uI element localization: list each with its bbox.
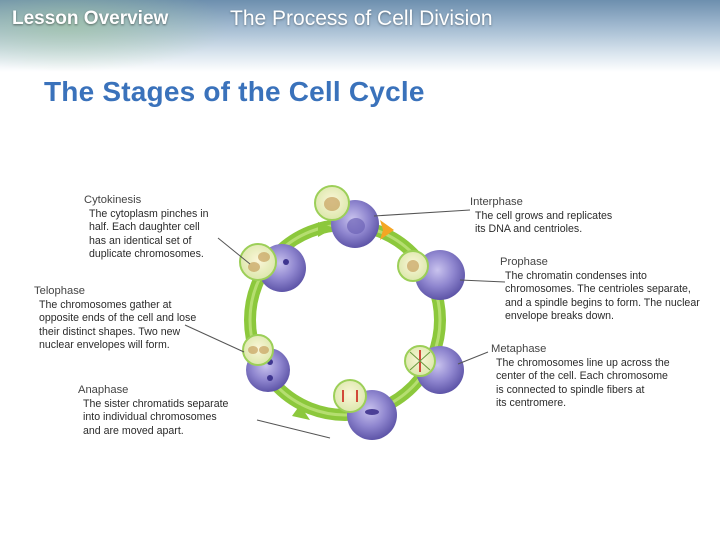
cytokinesis-line-2: half. Each daughter cell <box>89 221 200 234</box>
lesson-overview-label: Lesson Overview <box>12 8 169 29</box>
telophase-inset <box>242 334 274 366</box>
prophase-line-3: and a spindle begins to form. The nuclea… <box>505 296 700 309</box>
interphase-name: Interphase <box>470 196 523 208</box>
prophase-line-4: envelope breaks down. <box>505 310 614 323</box>
telophase-line-4: nuclear envelopes will form. <box>39 339 170 352</box>
metaphase-inset <box>404 345 436 377</box>
anaphase-line-1: The sister chromatids separate <box>83 397 229 410</box>
prophase-inset <box>397 250 429 282</box>
prophase-leader <box>459 279 506 283</box>
telophase-line-2: opposite ends of the cell and lose <box>39 312 197 325</box>
cytokinesis-leader <box>217 237 251 265</box>
prophase-name: Prophase <box>500 256 548 268</box>
cytokinesis-inset <box>239 243 277 281</box>
telophase-name: Telophase <box>34 285 86 297</box>
prophase-label: Prophase The chromatin condenses into ch… <box>500 256 700 324</box>
anaphase-inset <box>333 379 367 413</box>
cytokinesis-label: Cytokinesis The cytoplasm pinches in hal… <box>84 194 209 262</box>
prophase-line-2: chromosomes. The centrioles separate, <box>505 283 691 296</box>
interphase-inset <box>314 185 350 221</box>
telophase-leader <box>184 324 245 353</box>
interphase-line-1: The cell grows and replicates <box>475 209 613 222</box>
prophase-line-1: The chromatin condenses into <box>505 269 647 282</box>
interphase-arrow <box>380 220 394 240</box>
anaphase-name: Anaphase <box>78 384 129 396</box>
anaphase-line-3: and are moved apart. <box>83 424 184 437</box>
metaphase-line-3: is connected to spindle fibers at <box>496 383 645 396</box>
metaphase-leader <box>457 351 489 365</box>
cytokinesis-name: Cytokinesis <box>84 194 142 206</box>
interphase-leader <box>373 209 471 217</box>
metaphase-line-2: center of the cell. Each chromosome <box>496 370 668 383</box>
interphase-line-2: its DNA and centrioles. <box>475 223 583 236</box>
arrow-head-bottom <box>292 405 310 420</box>
cytokinesis-line-4: duplicate chromosomes. <box>89 248 204 261</box>
anaphase-leader <box>256 419 331 439</box>
header-banner <box>0 0 720 72</box>
metaphase-line-1: The chromosomes line up across the <box>496 356 670 369</box>
arrow-head-top <box>318 222 334 237</box>
page-title: The Stages of the Cell Cycle <box>44 76 425 107</box>
lesson-topic-title: The Process of Cell Division <box>230 7 493 30</box>
anaphase-label: Anaphase The sister chromatids separate … <box>78 384 228 438</box>
metaphase-name: Metaphase <box>491 343 547 355</box>
telophase-line-1: The chromosomes gather at <box>39 298 172 311</box>
telophase-line-3: their distinct shapes. Two new <box>39 325 181 338</box>
leaf-decoration <box>0 0 230 72</box>
interphase-label: Interphase The cell grows and replicates… <box>470 196 612 237</box>
telophase-label: Telophase The chromosomes gather at oppo… <box>34 285 196 353</box>
metaphase-line-4: its centromere. <box>496 397 567 410</box>
cytokinesis-line-3: has an identical set of <box>89 234 192 247</box>
anaphase-line-2: into individual chromosomes <box>83 411 217 424</box>
metaphase-label: Metaphase The chromosomes line up across… <box>491 343 670 411</box>
cytokinesis-line-1: The cytoplasm pinches in <box>89 207 209 220</box>
